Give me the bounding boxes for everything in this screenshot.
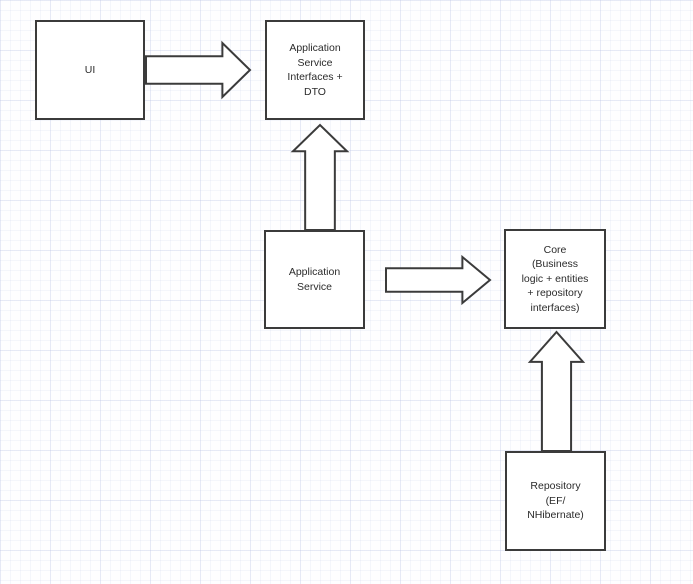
node-repository-label: Repository (EF/ NHibernate) (527, 480, 584, 522)
arrow-application-service-to-core (385, 254, 492, 306)
arrow-ui-to-application-service-interfaces (145, 40, 252, 100)
node-repository[interactable]: Repository (EF/ NHibernate) (505, 451, 606, 551)
arrow-application-service-to-interfaces (290, 123, 350, 231)
node-application-service[interactable]: Application Service (264, 230, 365, 329)
node-application-service-interfaces-dto[interactable]: Application Service Interfaces + DTO (265, 20, 365, 120)
node-application-service-label: Application Service (288, 266, 341, 293)
arrow-repository-to-core (527, 330, 586, 452)
node-core[interactable]: Core (Business logic + entities + reposi… (504, 229, 606, 329)
node-ui-label: UI (84, 63, 96, 76)
node-core-label: Core (Business logic + entities + reposi… (521, 243, 589, 314)
node-ui[interactable]: UI (35, 20, 145, 120)
node-application-service-interfaces-dto-label: Application Service Interfaces + DTO (287, 42, 343, 98)
